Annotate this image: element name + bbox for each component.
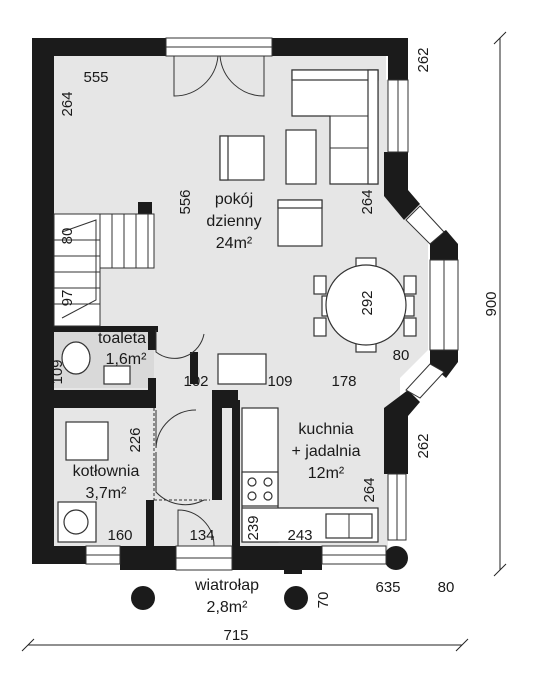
dim-262-right: 262 bbox=[415, 433, 432, 458]
toilet-area: 1,6m² bbox=[106, 351, 148, 368]
kitchen-name-1: kuchnia bbox=[298, 421, 353, 438]
dim-292: 292 bbox=[359, 290, 376, 315]
dim-226: 226 bbox=[127, 427, 144, 452]
kitchen-name-2: + jadalnia bbox=[292, 443, 361, 460]
dimension-labels: 555 262 264 556 264 80 97 292 80 109 102… bbox=[49, 47, 500, 644]
room-labels: pokój dzienny 24m² toaleta 1,6m² kotłown… bbox=[73, 191, 361, 616]
staircase bbox=[53, 213, 155, 327]
dim-635: 635 bbox=[375, 579, 400, 596]
dim-70: 70 bbox=[315, 592, 332, 609]
vestibule-area: 2,8m² bbox=[207, 599, 249, 616]
dim-109-toilet: 109 bbox=[49, 359, 66, 384]
dim-160: 160 bbox=[107, 527, 132, 544]
living-room-name-2: dzienny bbox=[206, 213, 261, 230]
vestibule-name: wiatrołap bbox=[194, 577, 259, 594]
dim-239: 239 bbox=[245, 515, 262, 540]
dim-556: 556 bbox=[177, 189, 194, 214]
furniture bbox=[57, 69, 417, 543]
dim-178: 178 bbox=[331, 373, 356, 390]
dim-555: 555 bbox=[83, 69, 108, 86]
walls bbox=[32, 38, 458, 610]
kitchen-area: 12m² bbox=[308, 465, 345, 482]
dim-80-bottom: 80 bbox=[438, 579, 455, 596]
dim-264-kitchen: 264 bbox=[361, 477, 378, 502]
living-room-area: 24m² bbox=[216, 235, 253, 252]
boiler-room-name: kotłownia bbox=[73, 463, 140, 480]
dim-715: 715 bbox=[223, 627, 248, 644]
windows bbox=[85, 37, 459, 565]
living-room-name-1: pokój bbox=[215, 191, 253, 208]
dim-80-bay: 80 bbox=[393, 347, 410, 364]
doors bbox=[153, 55, 265, 571]
dim-109-mid: 109 bbox=[267, 373, 292, 390]
dim-134: 134 bbox=[189, 527, 214, 544]
dim-900: 900 bbox=[483, 291, 500, 316]
dim-80-stairs: 80 bbox=[59, 228, 76, 245]
dim-243: 243 bbox=[287, 527, 312, 544]
boiler-room-area: 3,7m² bbox=[86, 485, 128, 502]
dim-264-left: 264 bbox=[59, 91, 76, 116]
dim-262-top: 262 bbox=[415, 47, 432, 72]
dimension-lines bbox=[21, 31, 507, 652]
toilet-name: toaleta bbox=[98, 330, 146, 347]
dim-97: 97 bbox=[59, 290, 76, 307]
dim-102: 102 bbox=[183, 373, 208, 390]
dim-264-bay-top: 264 bbox=[359, 189, 376, 214]
